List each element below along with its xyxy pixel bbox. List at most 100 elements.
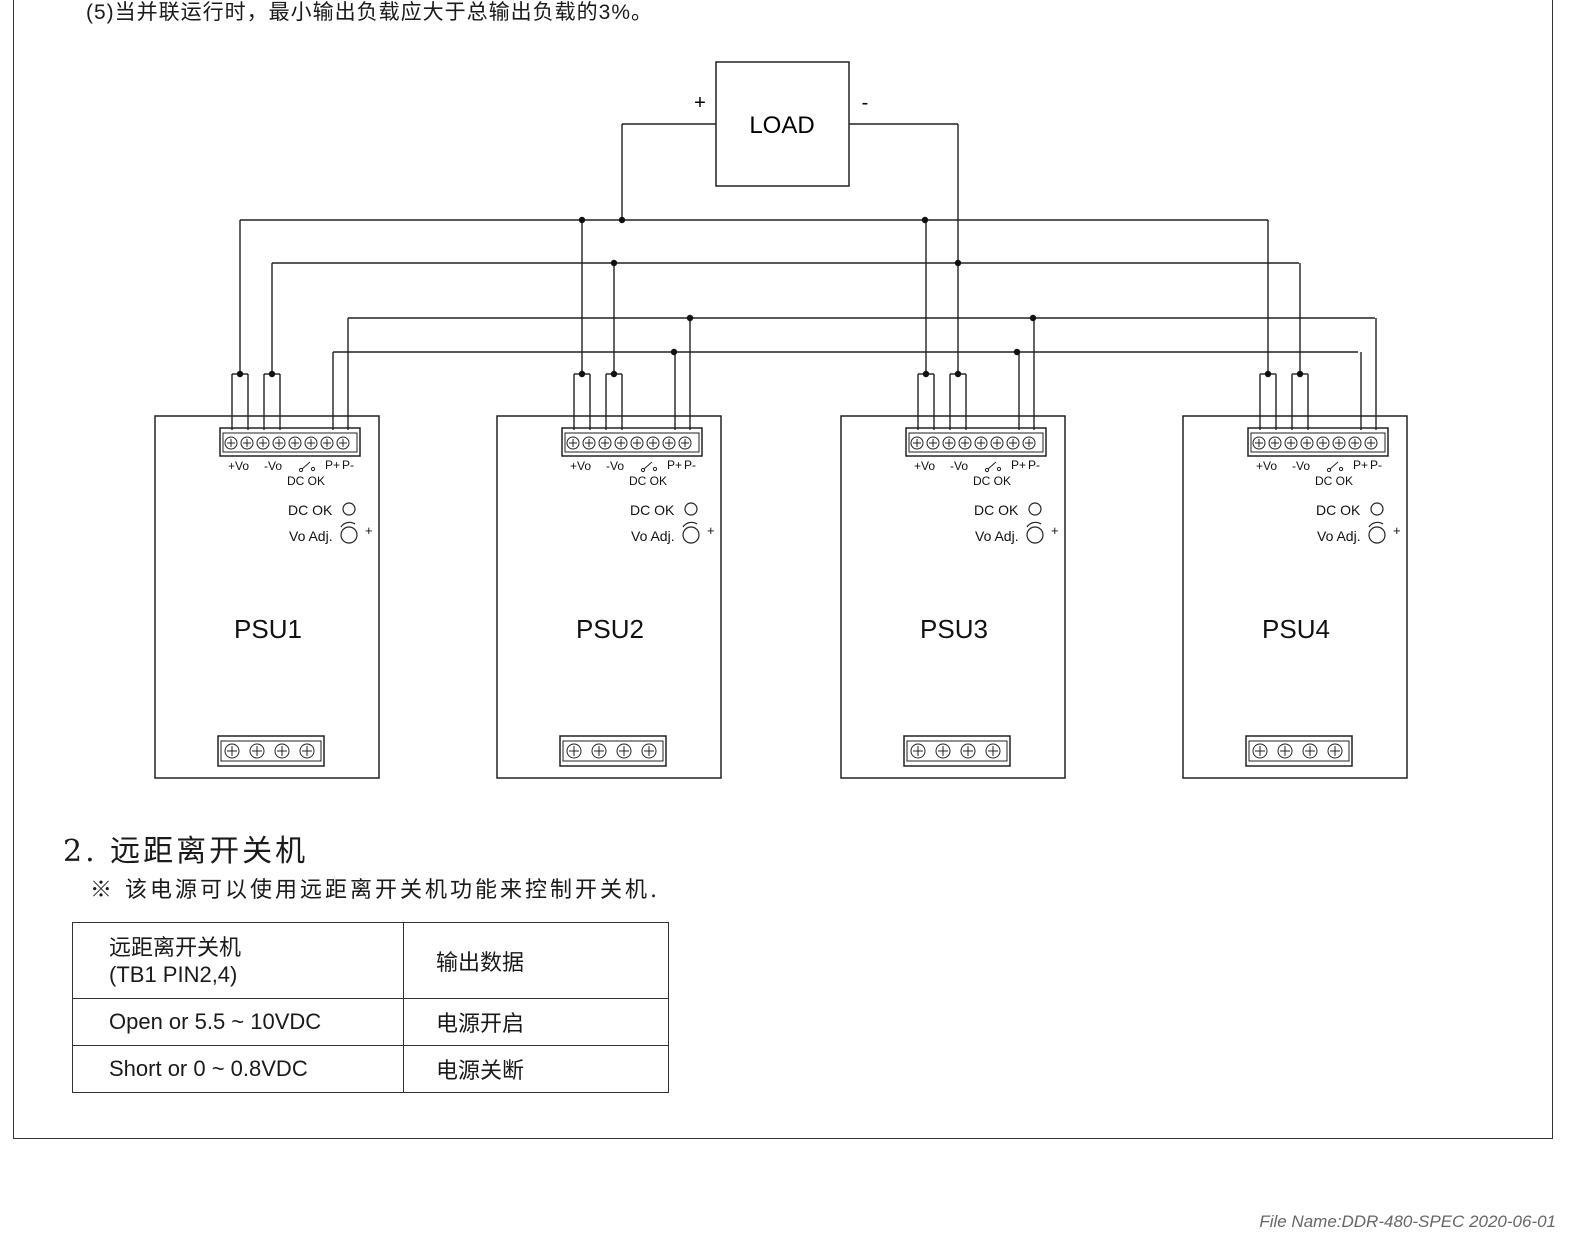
terminal-label-p-minus: P-	[684, 458, 696, 472]
junction-dot	[1264, 370, 1272, 378]
ac-terminal-strip	[906, 740, 1008, 762]
ac-screw-icon	[1277, 743, 1293, 759]
junction-dot	[618, 216, 626, 224]
terminal-label-vo-minus: -Vo	[950, 459, 968, 473]
terminal-screw-icon	[1332, 436, 1346, 450]
vo-adj-label: Vo Adj.	[631, 528, 675, 544]
ac-terminal-strip	[1248, 740, 1350, 762]
header-line-2: (TB1 PIN2,4)	[109, 961, 238, 987]
ac-screw-icon	[224, 743, 240, 759]
terminal-screw-icon	[256, 436, 270, 450]
dc-ok-label: DC OK	[974, 502, 1019, 518]
psu-housing	[840, 415, 1066, 779]
ac-screw-icon	[1302, 743, 1318, 759]
terminal-screw-icon	[1364, 436, 1378, 450]
psu-housing	[154, 415, 380, 779]
dc-ok-led-icon	[684, 502, 698, 516]
table-cell: 电源关断	[403, 1045, 669, 1093]
terminal-screw-icon	[1348, 436, 1362, 450]
dc-ok-led-icon	[342, 502, 356, 516]
section-note: ※ 该电源可以使用远距离开关机功能来控制开关机.	[90, 878, 660, 903]
vo-adj-knob-icon	[340, 526, 358, 544]
terminal-screw-icon	[646, 436, 660, 450]
junction-dot	[1296, 370, 1304, 378]
psu-name: PSU3	[920, 614, 988, 644]
junction-dot	[921, 216, 929, 224]
terminal-label-dc-ok: DC OK	[1315, 474, 1353, 488]
junction-dot	[1029, 314, 1037, 322]
terminal-screw-icon	[974, 436, 988, 450]
terminal-screw-icon	[1252, 436, 1266, 450]
table-header-row: 远距离开关机 (TB1 PIN2,4) 输出数据	[72, 922, 669, 999]
ac-terminal-block	[559, 735, 667, 767]
terminal-screw-icon	[582, 436, 596, 450]
ac-screw-icon	[566, 743, 582, 759]
adjust-arrow-icon	[340, 521, 356, 528]
adjust-arrow-icon	[1026, 521, 1042, 528]
terminal-screw-icon	[224, 436, 238, 450]
terminal-label-p-plus: P+	[325, 458, 340, 472]
terminal-label-p-plus: P+	[1011, 458, 1026, 472]
vo-adj-plus-sign: +	[707, 523, 715, 538]
ac-screw-icon	[641, 743, 657, 759]
page-frame	[13, 0, 1553, 1139]
junction-dot	[578, 216, 586, 224]
junction-dot	[670, 348, 678, 356]
header-line-1: 远距离开关机	[109, 934, 242, 960]
switch-contact	[640, 467, 646, 473]
load-plus-sign: +	[694, 92, 706, 114]
dc-ok-led-icon	[1370, 502, 1384, 516]
terminal-label-vo-minus: -Vo	[606, 459, 624, 473]
terminal-strip	[908, 432, 1044, 453]
junction-dot	[610, 259, 618, 267]
vo-adj-knob-icon	[1368, 526, 1386, 544]
ac-screw-icon	[299, 743, 315, 759]
vo-adj-plus-sign: +	[1051, 523, 1059, 538]
terminal-label-p-minus: P-	[1028, 458, 1040, 472]
junction-dot	[236, 370, 244, 378]
table-row: Short or 0 ~ 0.8VDC 电源关断	[72, 1045, 669, 1093]
psu-housing	[1182, 415, 1408, 779]
table-header-cell: 输出数据	[403, 922, 669, 999]
terminal-screw-icon	[678, 436, 692, 450]
terminal-label-vo-plus: +Vo	[228, 459, 249, 473]
dc-ok-label: DC OK	[1316, 502, 1361, 518]
terminal-screw-icon	[336, 436, 350, 450]
switch-contact	[298, 467, 304, 473]
terminal-screw-icon	[1022, 436, 1036, 450]
terminal-label-p-minus: P-	[342, 458, 354, 472]
terminal-label-dc-ok: DC OK	[629, 474, 667, 488]
terminal-block	[1247, 427, 1389, 457]
terminal-screw-icon	[1316, 436, 1330, 450]
terminal-label-dc-ok: DC OK	[973, 474, 1011, 488]
ac-screw-icon	[1252, 743, 1268, 759]
terminal-block	[905, 427, 1047, 457]
vo-adj-label: Vo Adj.	[975, 528, 1019, 544]
terminal-label-vo-plus: +Vo	[570, 459, 591, 473]
terminal-screw-icon	[566, 436, 580, 450]
terminal-screw-icon	[1268, 436, 1282, 450]
section-title: 2. 远距离开关机	[63, 834, 309, 869]
load-label: LOAD	[749, 112, 814, 139]
switch-contact	[652, 466, 658, 472]
vo-adj-label: Vo Adj.	[289, 528, 333, 544]
terminal-screw-icon	[926, 436, 940, 450]
table-cell: Short or 0 ~ 0.8VDC	[72, 1045, 404, 1093]
dc-ok-led-icon	[1028, 502, 1042, 516]
terminal-strip	[1250, 432, 1386, 453]
junction-dot	[268, 370, 276, 378]
parallel-load-note: (5)当并联运行时，最小输出负载应大于总输出负载的3%。	[86, 1, 654, 24]
adjust-arrow-icon	[1368, 521, 1384, 528]
junction-dot	[922, 370, 930, 378]
terminal-screw-icon	[1300, 436, 1314, 450]
ac-screw-icon	[960, 743, 976, 759]
terminal-label-p-plus: P+	[1353, 458, 1368, 472]
vo-adj-plus-sign: +	[1393, 523, 1401, 538]
junction-dot	[578, 370, 586, 378]
ac-terminal-block	[903, 735, 1011, 767]
